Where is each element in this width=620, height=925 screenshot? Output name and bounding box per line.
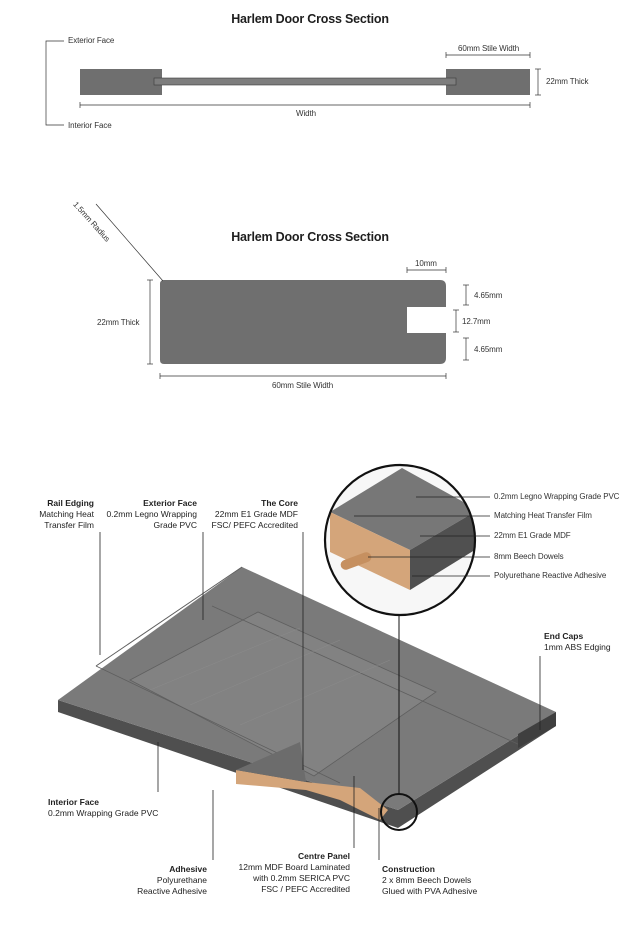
callout-exterior-face: Exterior Face 0.2mm Legno Wrapping Grade… — [100, 498, 197, 531]
callout-interior-face: Interior Face 0.2mm Wrapping Grade PVC — [48, 797, 168, 819]
callout-heading: Exterior Face — [143, 498, 197, 508]
callout-leaders — [99, 532, 541, 860]
cross-section-1 — [45, 40, 541, 126]
callout-line: 1mm ABS Edging — [544, 642, 611, 652]
zoom-label-adhesive: Polyurethane Reactive Adhesive — [494, 571, 607, 580]
callout-line: Grade PVC — [153, 520, 197, 530]
callout-heading: Construction — [382, 864, 435, 874]
callout-end-caps: End Caps 1mm ABS Edging — [544, 631, 614, 653]
callout-line: Polyurethane — [156, 875, 207, 885]
callout-heading: Rail Edging — [47, 498, 94, 508]
callout-line: Matching Heat — [39, 509, 94, 519]
callout-construction: Construction 2 x 8mm Beech Dowels Glued … — [382, 864, 492, 897]
zoom-label-pvc: 0.2mm Legno Wrapping Grade PVC — [494, 492, 620, 501]
end-cap — [518, 712, 556, 748]
thick-label: 22mm Thick — [546, 77, 589, 86]
callout-line: 12mm MDF Board Laminated — [238, 862, 351, 872]
callout-line: 0.2mm Legno Wrapping — [106, 509, 197, 519]
mdf-cutaway — [236, 770, 388, 820]
zoom-label-film: Matching Heat Transfer Film — [494, 511, 592, 520]
cross-section-2 — [95, 203, 469, 379]
callout-heading: The Core — [261, 498, 298, 508]
callout-line: 2 x 8mm Beech Dowels — [382, 875, 472, 885]
stile-width-label-2: 60mm Stile Width — [272, 381, 334, 390]
centre-panel-face — [129, 611, 437, 777]
callout-heading: Interior Face — [48, 797, 100, 807]
left-stile — [80, 69, 162, 95]
callout-heading: Adhesive — [169, 864, 207, 874]
callout-line: FSC/ PEFC Accredited — [211, 520, 298, 530]
zoom-label-mdf: 22mm E1 Grade MDF — [494, 531, 571, 540]
callout-heading: End Caps — [544, 631, 584, 641]
section1-title: Harlem Door Cross Section — [231, 12, 389, 26]
callout-rail-edging: Rail Edging Matching Heat Transfer Film — [20, 498, 94, 531]
callout-line: Transfer Film — [44, 520, 94, 530]
callout-line: 0.2mm Wrapping Grade PVC — [48, 808, 159, 818]
width-label: Width — [296, 109, 316, 118]
right-stile — [446, 69, 530, 95]
face-bracket — [45, 40, 64, 126]
callout-centre-panel: Centre Panel 12mm MDF Board Laminated wi… — [232, 851, 351, 895]
callout-line: 22mm E1 Grade MDF — [214, 509, 298, 519]
centre-panel-section — [153, 77, 457, 86]
callout-line: with 0.2mm SERICA PVC — [253, 873, 350, 883]
groove-depth-label: 10mm — [415, 259, 437, 268]
radius-leader — [95, 203, 164, 282]
zoom-magnifier — [323, 463, 490, 794]
door-edge — [58, 700, 556, 828]
section2-title: Harlem Door Cross Section — [231, 230, 389, 244]
zoom-label-dowels: 8mm Beech Dowels — [494, 552, 564, 561]
callout-line: Reactive Adhesive — [137, 886, 207, 896]
callout-line: FSC / PEFC Accredited — [261, 884, 350, 894]
interior-face-label: Interior Face — [68, 121, 112, 130]
thick-label-2: 22mm Thick — [97, 318, 140, 327]
callout-adhesive: Adhesive Polyurethane Reactive Adhesive — [120, 864, 207, 897]
stile-width-label: 60mm Stile Width — [458, 44, 520, 53]
callout-the-core: The Core 22mm E1 Grade MDF FSC/ PEFC Acc… — [204, 498, 298, 531]
groove-dim-label: 12.7mm — [462, 317, 491, 326]
top-dim-label: 4.65mm — [474, 291, 503, 300]
stile-profile — [160, 280, 446, 364]
callout-line: Glued with PVA Adhesive — [382, 886, 478, 896]
callout-heading: Centre Panel — [298, 851, 350, 861]
bottom-dim-label: 4.65mm — [474, 345, 503, 354]
exterior-face-label: Exterior Face — [68, 36, 115, 45]
door-isometric — [58, 566, 556, 831]
